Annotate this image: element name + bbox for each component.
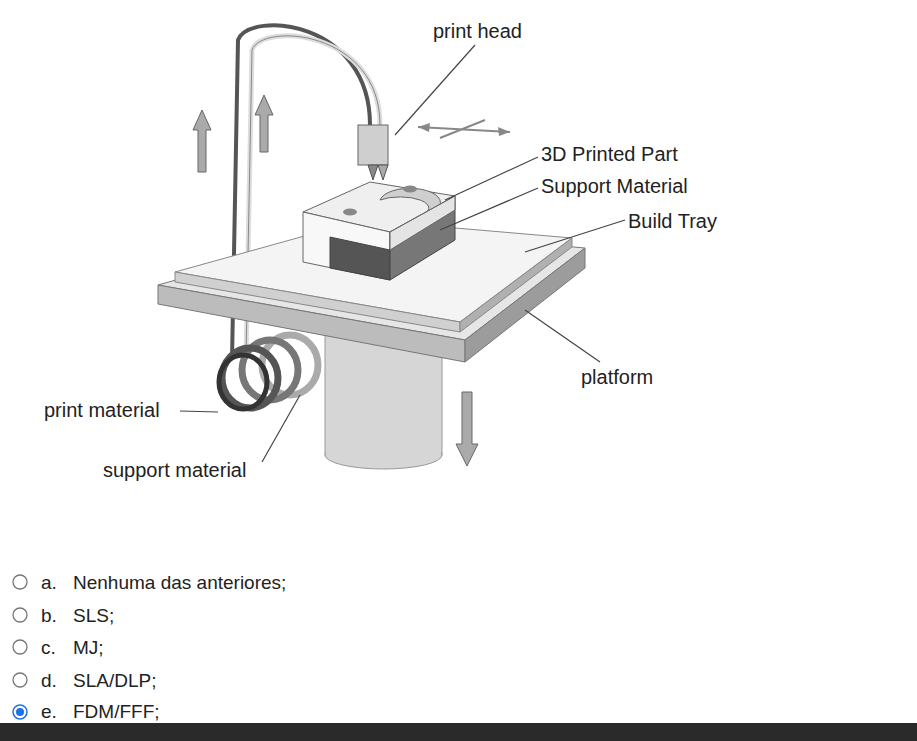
taskbar (0, 723, 917, 741)
up-arrow (193, 110, 211, 172)
support-side (390, 196, 455, 280)
hole (343, 209, 357, 216)
option-text: FDM/FFF; (73, 701, 160, 723)
part-label: Build Tray (628, 210, 717, 233)
radio-buttons (13, 575, 27, 719)
print-label: print head (433, 20, 522, 43)
down-arrow (456, 392, 478, 466)
part-side (390, 196, 455, 250)
option-text: Nenhuma das anteriores; (73, 572, 286, 594)
option-text: SLS; (73, 605, 114, 627)
option-text: SLA/DLP; (73, 670, 156, 692)
nozzle (368, 165, 378, 180)
column-fill (326, 440, 441, 455)
arrowhead (418, 123, 430, 132)
support-front (330, 237, 390, 280)
option-letter: e. (41, 701, 57, 723)
xy-arrows (418, 120, 510, 138)
option-text: MJ; (73, 637, 104, 659)
nozzle (378, 165, 388, 180)
part-label: print material (44, 399, 160, 422)
hole (403, 186, 417, 193)
part-label: platform (581, 366, 653, 389)
spool (219, 355, 267, 409)
build-tray-edge (175, 272, 460, 332)
option-letter: b. (41, 605, 57, 627)
part-label: Support Material (541, 175, 688, 198)
build-tray-edge (460, 238, 572, 332)
print-head (358, 125, 388, 165)
leader-lines (180, 45, 625, 462)
part-label: 3D Printed Part (541, 143, 678, 166)
option-letter: c. (41, 637, 56, 659)
up-arrow (255, 95, 273, 152)
option-letter: d. (41, 670, 57, 692)
part-label: support material (103, 459, 246, 482)
part-front (303, 212, 390, 280)
column-base (325, 441, 442, 469)
arrowhead (498, 127, 510, 136)
option-letter: a. (41, 572, 57, 594)
